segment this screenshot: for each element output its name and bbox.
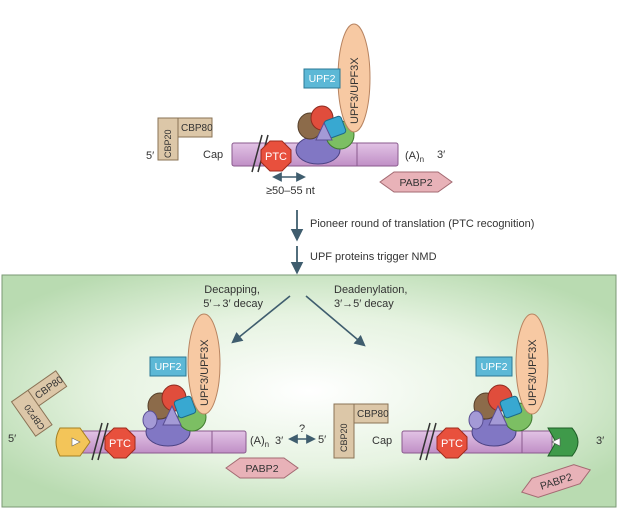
right-ptc-label: PTC xyxy=(441,438,463,450)
left-upf2: UPF2 xyxy=(149,356,187,377)
right-cbp80-label: CBP80 xyxy=(357,409,389,420)
top-ptc-label: PTC xyxy=(265,151,287,163)
top-distance-label: ≥50–55 nt xyxy=(266,185,315,197)
middle-five-prime: 5′ xyxy=(318,434,326,446)
left-break-mark xyxy=(91,422,109,461)
top-cap-binding-complex: CBP80 CBP20 xyxy=(157,117,213,161)
pathway-labels: Decapping, 5′→3′ decay Deadenylation, 3′… xyxy=(203,284,410,347)
left-pabp2: PABP2 xyxy=(225,457,299,479)
right-cap-binding-complex: CBP80 CBP20 xyxy=(333,403,389,459)
top-cap-label: Cap xyxy=(203,149,223,161)
left-three-prime: 3′ xyxy=(275,435,283,447)
right-ptc: PTC xyxy=(436,427,468,459)
left-upf2-label: UPF2 xyxy=(155,361,182,373)
right-pabp2: PABP2 xyxy=(520,464,592,498)
left-ptc: PTC xyxy=(104,427,136,459)
left-complex: 5′ CBP80 CBP20 PTC UPF3/UPF3X xyxy=(8,313,299,479)
right-upf2: UPF2 xyxy=(475,356,513,377)
top-pabp2: PABP2 xyxy=(379,171,453,193)
left-pathway-arrow xyxy=(231,295,291,344)
top-upf2-label: UPF2 xyxy=(309,73,336,85)
step-1-text: Pioneer round of translation (PTC recogn… xyxy=(310,218,534,230)
middle-question: ? 5′ xyxy=(288,423,326,446)
right-complex: CBP80 CBP20 Cap PTC UPF3/UPF3X UPF2 xyxy=(333,313,604,498)
left-five-prime: 5′ xyxy=(8,433,16,445)
top-upf3: UPF3/UPF3X xyxy=(337,23,371,133)
right-upf3-label: UPF3/UPF3X xyxy=(527,339,539,406)
middle-question-mark: ? xyxy=(299,423,305,435)
right-exonuclease xyxy=(547,427,579,457)
top-complex: CBP80 CBP20 5′ Cap PTC UPF3/UPF3X UPF2 xyxy=(146,23,453,197)
left-upf3: UPF3/UPF3X xyxy=(187,313,221,415)
left-upf3-label: UPF3/UPF3X xyxy=(199,339,211,406)
top-cbp20-label: CBP20 xyxy=(163,129,173,158)
right-pathway-label: Deadenylation, 3′→5′ decay xyxy=(334,284,410,310)
nmd-box xyxy=(1,274,617,508)
top-upf2: UPF2 xyxy=(303,68,341,89)
right-upf3: UPF3/UPF3X xyxy=(515,313,549,415)
top-cbp80-label: CBP80 xyxy=(181,123,213,134)
top-ptc: PTC xyxy=(260,140,292,172)
steps: Pioneer round of translation (PTC recogn… xyxy=(290,210,534,275)
right-ribosome xyxy=(468,384,533,447)
top-pabp2-label: PABP2 xyxy=(399,177,432,189)
right-cbp20-label: CBP20 xyxy=(339,423,349,452)
left-decapping-enzyme xyxy=(55,427,91,457)
right-pathway-arrow xyxy=(305,295,366,347)
left-polya-label: (A)n xyxy=(250,435,269,449)
top-upf3-label: UPF3/UPF3X xyxy=(349,57,361,124)
left-pathway-label: Decapping, 5′→3′ decay xyxy=(203,284,263,310)
top-five-prime: 5′ xyxy=(146,150,154,162)
left-ribosome xyxy=(142,384,207,447)
left-ptc-label: PTC xyxy=(109,438,131,450)
right-break-mark xyxy=(419,422,437,461)
right-cap-label: Cap xyxy=(372,435,392,447)
step-2-text: UPF proteins trigger NMD xyxy=(310,251,437,263)
right-three-prime: 3′ xyxy=(596,435,604,447)
top-ribosome xyxy=(295,105,355,165)
top-three-prime: 3′ xyxy=(437,149,445,161)
left-pabp2-label: PABP2 xyxy=(245,463,278,475)
top-polya-label: (A)n xyxy=(405,150,424,164)
right-upf2-label: UPF2 xyxy=(481,361,508,373)
